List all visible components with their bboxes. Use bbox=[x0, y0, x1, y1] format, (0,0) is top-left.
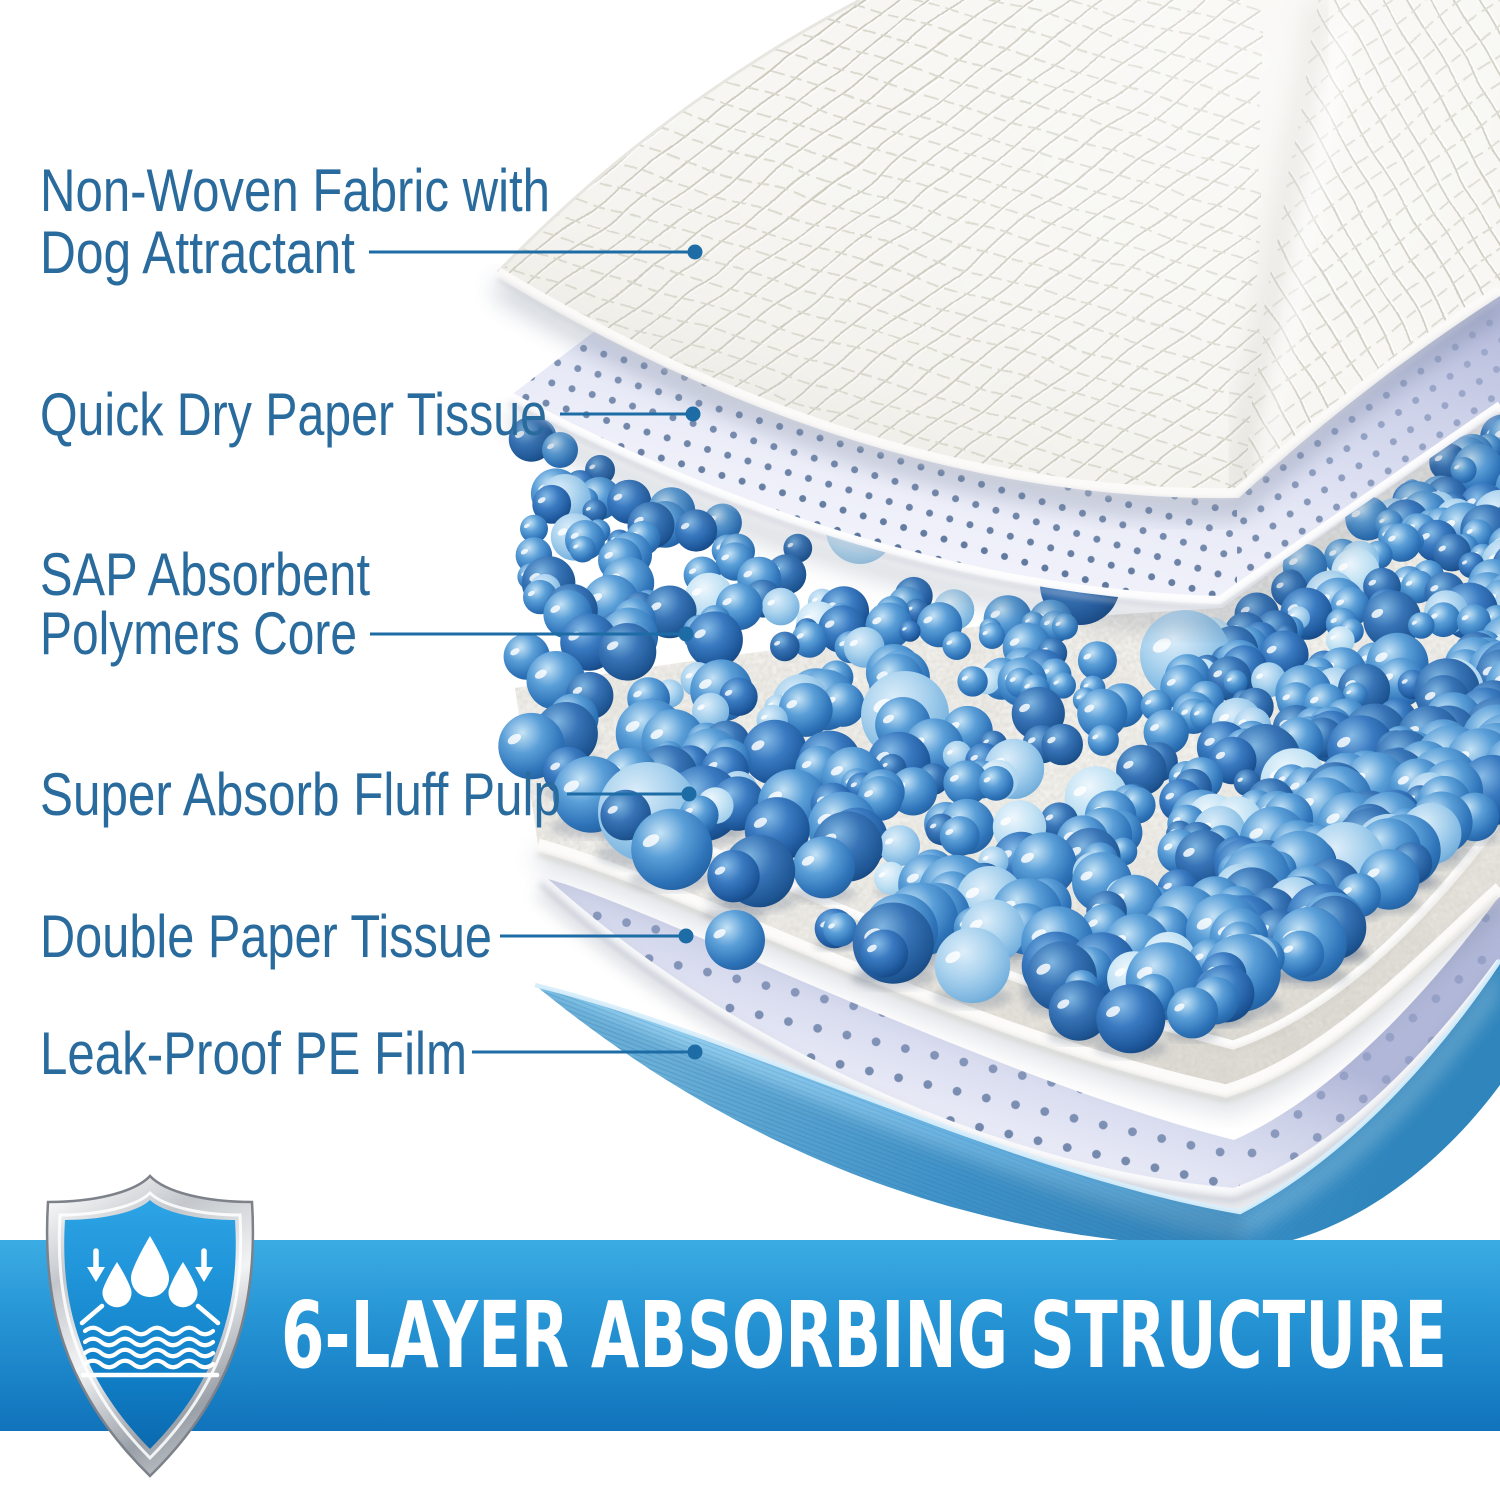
leader-dot bbox=[685, 406, 701, 422]
layer-labels: Non-Woven Fabric with Dog Attractant Qui… bbox=[40, 157, 703, 1087]
label-text: Quick Dry Paper Tissue bbox=[40, 381, 547, 448]
leader-dot bbox=[687, 1044, 703, 1060]
label-non-woven-fabric: Non-Woven Fabric with Dog Attractant bbox=[40, 157, 703, 286]
label-pe-film: Leak-Proof PE Film bbox=[40, 1020, 703, 1087]
leader-dot bbox=[681, 786, 697, 802]
label-fluff-pulp: Super Absorb Fluff Pulp bbox=[40, 761, 697, 828]
shield-badge bbox=[45, 1174, 255, 1478]
label-double-tissue: Double Paper Tissue bbox=[40, 903, 694, 970]
leader-dot bbox=[678, 928, 694, 944]
banner-title: 6-LAYER ABSORBING STRUCTURE bbox=[281, 1282, 1447, 1389]
leader-dot bbox=[678, 626, 694, 642]
label-text: Non-Woven Fabric with bbox=[40, 157, 550, 224]
banner: 6-LAYER ABSORBING STRUCTURE bbox=[0, 1240, 1500, 1431]
label-text: SAP Absorbent bbox=[40, 541, 370, 608]
label-text: Leak-Proof PE Film bbox=[40, 1020, 467, 1087]
layer-sap-beads bbox=[498, 414, 1500, 1059]
label-text: Dog Attractant bbox=[40, 219, 355, 286]
label-text: Super Absorb Fluff Pulp bbox=[40, 761, 561, 828]
label-sap-core: SAP Absorbent Polymers Core bbox=[40, 541, 694, 667]
label-text: Polymers Core bbox=[40, 600, 357, 667]
shield-inner bbox=[64, 1200, 236, 1449]
label-quick-dry-tissue: Quick Dry Paper Tissue bbox=[40, 381, 701, 448]
shield-water-absorb-icon bbox=[79, 1236, 221, 1378]
label-text: Double Paper Tissue bbox=[40, 903, 492, 970]
leader-dot bbox=[687, 244, 703, 260]
